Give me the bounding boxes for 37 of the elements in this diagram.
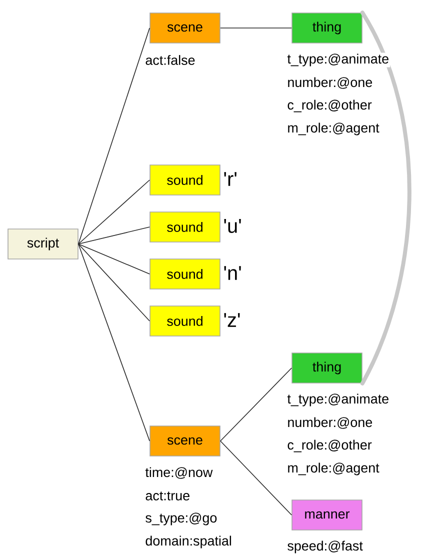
connector-line: [78, 244, 150, 322]
manner-box: manner: [292, 500, 362, 530]
attribute-label: domain:spatial: [144, 534, 233, 550]
attribute-label: number:@one: [286, 416, 374, 430]
attribute-label: m_role:@agent: [286, 122, 380, 136]
attribute-label: t_type:@animate: [286, 392, 390, 408]
attribute-label: act:true: [144, 490, 192, 502]
thing-box: thing: [292, 352, 362, 384]
thing-box: thing: [292, 12, 362, 44]
attribute-label: c_role:@other: [286, 438, 373, 454]
symbol-label: 'n': [224, 266, 241, 280]
attribute-label: number:@one: [286, 76, 374, 90]
attribute-label: m_role:@agent: [286, 462, 380, 476]
sound-box: sound: [150, 164, 220, 196]
attribute-label: t_type:@animate: [286, 52, 390, 68]
sound-box: sound: [150, 212, 220, 242]
attribute-label: speed:@fast: [286, 540, 364, 554]
connector-line: [78, 244, 150, 442]
connector-line: [78, 244, 150, 274]
connector-line: [78, 226, 150, 244]
root-box: script: [8, 228, 78, 260]
symbol-label: 'z': [224, 313, 240, 327]
arc-connector: [360, 10, 412, 386]
symbol-label: 'u': [224, 219, 241, 233]
scene-box: scene: [150, 12, 220, 44]
attribute-label: time:@now: [144, 466, 214, 480]
connector-line: [220, 368, 292, 442]
scene-box: scene: [150, 426, 220, 456]
sound-box: sound: [150, 306, 220, 336]
connector-line: [78, 28, 150, 244]
attribute-label: act:false: [144, 54, 196, 66]
connector-line: [78, 180, 150, 244]
sound-box: sound: [150, 258, 220, 290]
symbol-label: 'r': [224, 172, 236, 186]
attribute-label: s_type:@go: [144, 512, 218, 526]
connector-line: [220, 440, 292, 516]
attribute-label: c_role:@other: [286, 98, 373, 114]
